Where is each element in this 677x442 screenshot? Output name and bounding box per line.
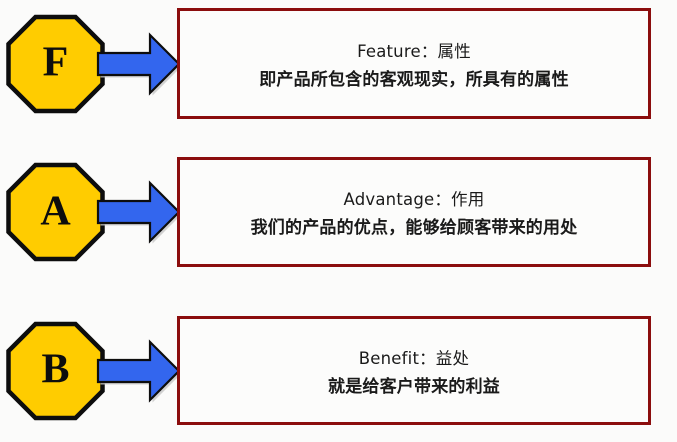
right-arrow-shape — [96, 180, 182, 244]
fab-row: A Advantage：作用 我们的产品的优点，能够给顾客带来的用处 — [0, 157, 677, 267]
panel-title: Advantage：作用 — [343, 190, 485, 209]
octagon-badge-a[interactable]: A — [6, 162, 105, 262]
octagon-shape-icon — [6, 14, 105, 113]
panel-title: Feature：属性 — [357, 41, 471, 61]
fab-text-panel: Benefit：益处 就是给客户带来的利益 — [177, 316, 651, 425]
right-arrow-icon — [95, 176, 182, 248]
octagon-shape-icon — [6, 162, 105, 262]
panel-description: 即产品所包含的客观现实，所具有的属性 — [259, 69, 569, 90]
octagon-badge-b[interactable]: B — [6, 321, 105, 420]
right-arrow-shape — [96, 338, 182, 403]
right-arrow-icon — [95, 28, 182, 100]
right-arrow-shape — [96, 31, 182, 96]
panel-title: Benefit：益处 — [358, 348, 470, 368]
octagon-letter: F — [42, 39, 69, 86]
fab-row: F Feature：属性 即产品所包含的客观现实，所具有的属性 — [0, 8, 677, 119]
octagon-letter: A — [40, 188, 71, 234]
fab-text-panel: Advantage：作用 我们的产品的优点，能够给顾客带来的用处 — [177, 157, 651, 267]
panel-description: 就是给客户带来的利益 — [328, 376, 500, 397]
octagon-badge-f[interactable]: F — [6, 14, 105, 113]
right-arrow-icon — [95, 335, 182, 407]
octagon-shape-icon — [6, 321, 105, 420]
octagon-letter: B — [41, 346, 70, 393]
panel-description: 我们的产品的优点，能够给顾客带来的用处 — [250, 218, 578, 238]
fab-row: B Benefit：益处 就是给客户带来的利益 — [0, 316, 677, 425]
fab-text-panel: Feature：属性 即产品所包含的客观现实，所具有的属性 — [177, 8, 651, 119]
